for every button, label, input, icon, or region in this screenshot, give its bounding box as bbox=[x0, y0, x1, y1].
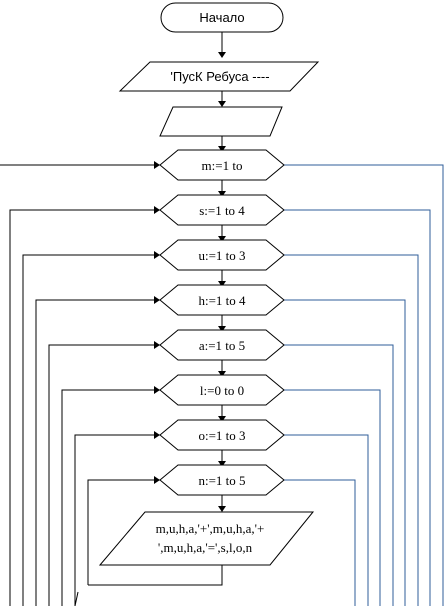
loop-h: h:=1 to 4 bbox=[159, 284, 285, 316]
loop-h-label: h:=1 to 4 bbox=[198, 293, 246, 308]
loop-l-label: l:=0 to 0 bbox=[200, 383, 244, 398]
loop-m: m:=1 to bbox=[159, 149, 285, 181]
loop-s: s:=1 to 4 bbox=[159, 194, 285, 226]
loop-o-label: o:=1 to 3 bbox=[198, 428, 245, 443]
loop-back-lines bbox=[0, 164, 223, 606]
loop-a: a:=1 to 5 bbox=[159, 329, 285, 361]
loop-o: o:=1 to 3 bbox=[159, 419, 285, 451]
print-line-1: m,u,h,a,'+',m,u,h,a,'+ bbox=[156, 521, 265, 536]
output-label: 'ПусК Ребуса ---- bbox=[170, 69, 269, 84]
arrowheads bbox=[154, 52, 226, 512]
loop-u-label: u:=1 to 3 bbox=[198, 248, 245, 263]
loop-m-label: m:=1 to bbox=[202, 158, 243, 173]
loop-u: u:=1 to 3 bbox=[159, 239, 285, 271]
print-block: m,u,h,a,'+',m,u,h,a,'+ ',m,u,h,a,'=',s,l… bbox=[98, 511, 315, 566]
loop-l: l:=0 to 0 bbox=[159, 374, 285, 406]
start-label: Начало bbox=[199, 10, 244, 25]
output-block: 'ПусК Ребуса ---- bbox=[118, 61, 320, 92]
loop-s-label: s:=1 to 4 bbox=[199, 203, 245, 218]
loop-n: n:=1 to 5 bbox=[159, 464, 285, 496]
start-terminator: Начало bbox=[160, 2, 284, 33]
loop-exit-lines bbox=[284, 164, 444, 606]
loop-a-label: a:=1 to 5 bbox=[199, 338, 245, 353]
loop-n-label: n:=1 to 5 bbox=[198, 473, 245, 488]
input-block bbox=[159, 106, 283, 137]
print-line-2: ',m,u,h,a,'=',s,l,o,n bbox=[158, 540, 253, 555]
